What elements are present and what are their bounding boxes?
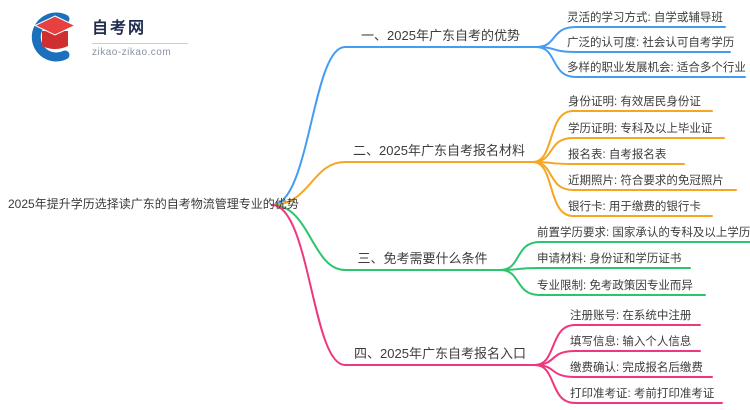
child-node: 多样的职业发展机会: 适合多个行业 [567,62,746,74]
child-curve [534,324,701,366]
logo-title: 自考网 [92,20,147,37]
child-node: 填写信息: 输入个人信息 [570,336,692,348]
child-node: 身份证明: 有效居民身份证 [568,96,701,108]
child-curve [532,161,685,165]
logo-domain: zikao-zikao.com [92,47,172,58]
child-curve [535,46,746,78]
branch-label: 四、2025年广东自考报名入口 [354,346,526,361]
child-node: 广泛的认可度: 社会认可自考学历 [567,37,735,49]
child-curve [532,110,713,163]
branch-label: 一、2025年广东自考的优势 [361,28,520,43]
branch-curve [271,161,534,206]
child-node: 近期照片: 符合要求的免冠照片 [568,175,724,187]
child-node: 前置学历要求: 国家承认的专科及以上学历 [537,227,750,239]
site-logo: 自考网 zikao-zikao.com [26,11,188,63]
child-node: 学历证明: 专科及以上毕业证 [568,123,713,135]
branch-curve [271,204,501,271]
branch-curve [271,46,537,206]
child-curve [532,161,713,217]
child-node: 注册账号: 在系统中注册 [570,310,692,322]
child-node: 申请材料: 身份证和学历证书 [537,253,682,265]
child-node: 打印准考证: 考前打印准考证 [570,388,715,400]
child-curve [534,364,723,404]
child-node: 专业限制: 免考政策因专业而异 [537,280,693,292]
child-node: 灵活的学习方式: 自学或辅导班 [567,12,723,24]
branch-curve [271,204,536,366]
graduation-cap-logo-icon [31,12,77,62]
root-topic: 2025年提升学历选择读广东的自考物流管理专业的优势 [8,197,299,211]
child-node: 缴费确认: 完成报名后缴费 [570,362,703,374]
child-node: 报名表: 自考报名表 [568,149,667,161]
logo-divider [92,43,188,44]
child-node: 银行卡: 用于缴费的银行卡 [568,201,701,213]
branch-label: 三、免考需要什么条件 [357,251,488,266]
child-curve [499,267,691,271]
branch-label: 二、2025年广东自考报名材料 [353,143,525,158]
child-curve [499,269,706,296]
logo-text-block: 自考网 zikao-zikao.com [92,11,188,58]
